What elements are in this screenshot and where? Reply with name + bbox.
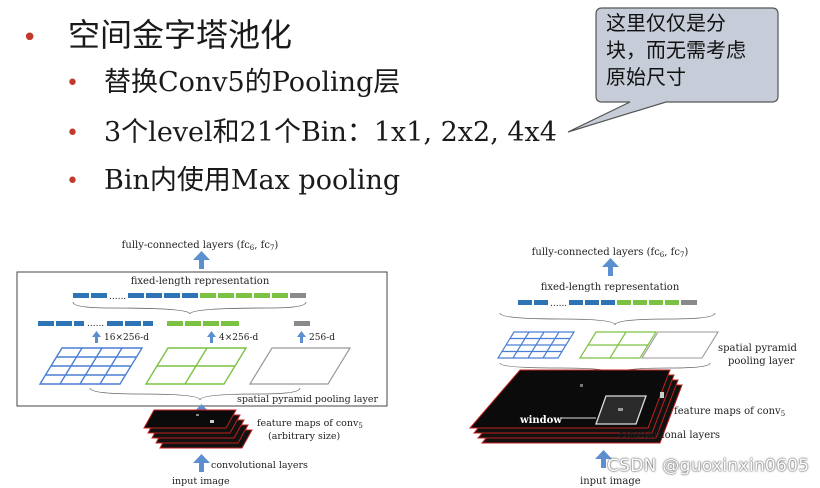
svg-text:......: ...... bbox=[550, 299, 567, 309]
fixed-length-label: fixed-length representation bbox=[131, 276, 270, 287]
bullet-dot: • bbox=[66, 121, 79, 146]
grid-4x4 bbox=[496, 331, 576, 359]
arrow-up-icon bbox=[595, 450, 612, 468]
bullet-sub-text: Bin内使用Max pooling bbox=[104, 165, 401, 196]
fixed-length-vector: ...... bbox=[518, 299, 697, 309]
svg-text:......: ...... bbox=[87, 319, 104, 329]
grid-4x4 bbox=[38, 347, 144, 385]
brace bbox=[72, 301, 307, 315]
callout-shape bbox=[567, 7, 779, 133]
arrow-up-icon bbox=[297, 331, 306, 343]
fc-label: fully-connected layers (fc6, fc7) bbox=[532, 247, 689, 259]
arbitrary-size-label: (arbitrary size) bbox=[268, 431, 340, 442]
spp-label-2: pooling layer bbox=[728, 356, 795, 367]
brace bbox=[89, 387, 301, 401]
level-16-vector: ...... bbox=[38, 319, 153, 329]
bullet-dot: • bbox=[22, 22, 38, 53]
dim-4-label: 4×256-d bbox=[219, 333, 258, 343]
dim-16-label: 16×256-d bbox=[104, 333, 149, 343]
conv-label: convolutional layers bbox=[618, 430, 720, 441]
bullet-main: • 空间金字塔池化 bbox=[22, 10, 292, 56]
bullet-main-text: 空间金字塔池化 bbox=[68, 16, 293, 54]
input-image-label: input image bbox=[172, 476, 230, 487]
dim-1-label: 256-d bbox=[309, 333, 335, 343]
conv-label: convolutional layers bbox=[211, 460, 308, 471]
feature-map-label: feature maps of conv5 bbox=[674, 406, 785, 418]
arrow-up-icon bbox=[92, 331, 101, 343]
bullet-sub-text: 3个level和21个Bin：1x1, 2x2, 4x4 bbox=[104, 117, 557, 148]
level-4-vector bbox=[167, 321, 239, 326]
arrow-up-icon bbox=[193, 454, 210, 472]
bullet-dot: • bbox=[66, 169, 79, 194]
bullet-sub-2: • 3个level和21个Bin：1x1, 2x2, 4x4 bbox=[66, 110, 557, 149]
input-image-label: input image bbox=[580, 476, 641, 487]
bullet-sub-3: • Bin内使用Max pooling bbox=[66, 158, 400, 197]
bullet-sub-1: • 替换Conv5的Pooling层 bbox=[66, 60, 400, 99]
bullet-sub-text: 替换Conv5的Pooling层 bbox=[104, 67, 401, 98]
spp-diagram-right: fully-connected layers (fc6, fc7) fixed-… bbox=[468, 247, 798, 487]
watermark: CSDN @guoxinxin0605 bbox=[607, 456, 810, 476]
spp-label: spatial pyramid pooling layer bbox=[237, 394, 379, 405]
feature-map-stack bbox=[143, 409, 253, 449]
fixed-length-label: fixed-length representation bbox=[541, 282, 680, 293]
feature-map-label: feature maps of conv5 bbox=[257, 418, 363, 430]
bullet-dot: • bbox=[66, 71, 79, 96]
svg-text:......: ...... bbox=[109, 292, 126, 302]
arrow-up-icon bbox=[602, 258, 619, 276]
level-1-vector bbox=[294, 321, 310, 326]
brace bbox=[499, 312, 716, 326]
arrow-up-icon bbox=[207, 331, 216, 343]
fc-label: fully-connected layers (fc6, fc7) bbox=[122, 240, 279, 252]
grid-1x1 bbox=[248, 347, 352, 385]
fixed-length-vector: ...... bbox=[73, 292, 306, 302]
arrow-up-icon bbox=[193, 251, 210, 269]
grid-2x2 bbox=[144, 347, 248, 385]
feature-map-stack bbox=[468, 369, 683, 444]
spp-label-1: spatial pyramid bbox=[718, 343, 798, 354]
callout-text: 这里仅仅是分块，而无需考虑原始尺寸 bbox=[606, 11, 746, 89]
spp-diagram-left: fully-connected layers (fc6, fc7) fixed-… bbox=[16, 240, 388, 487]
window-label: window bbox=[519, 415, 562, 426]
grid-1x1 bbox=[641, 331, 719, 359]
grid-2x2 bbox=[578, 331, 658, 359]
